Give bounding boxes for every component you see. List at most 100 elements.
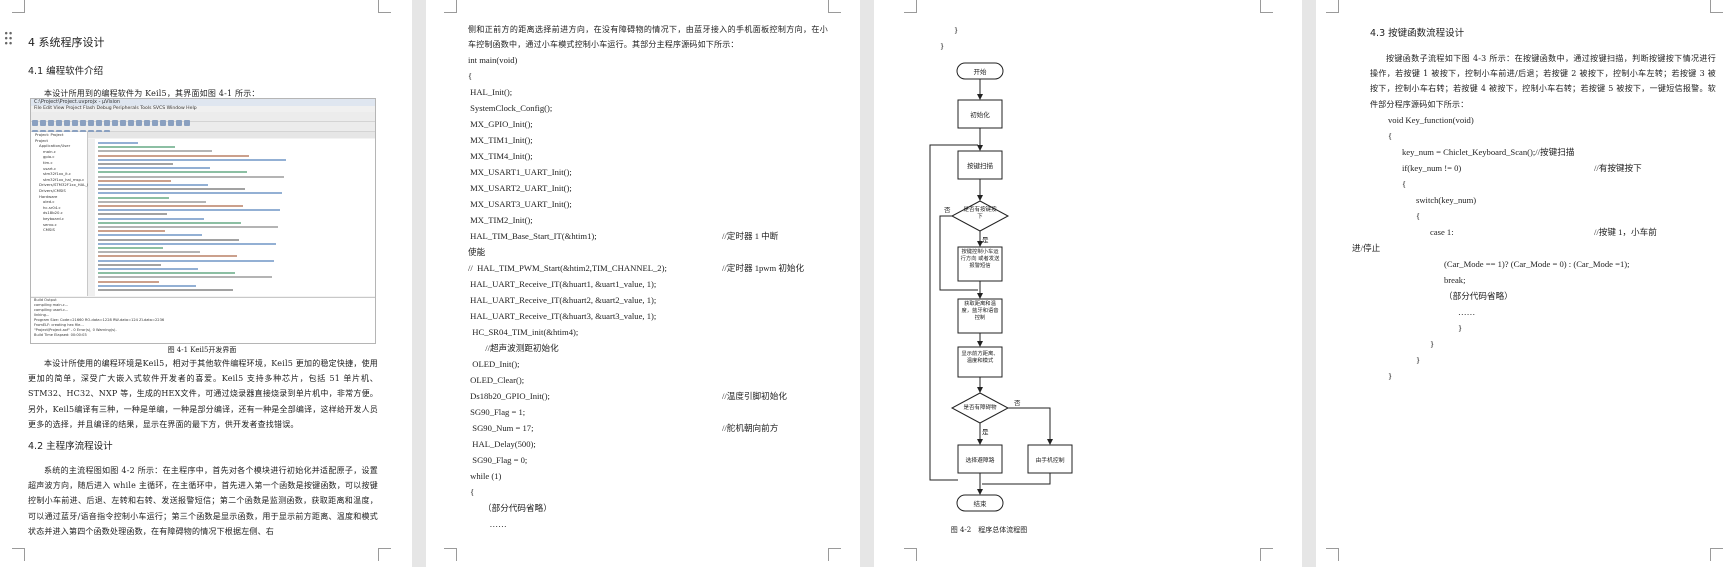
project-tree-item[interactable]: Hardware [39,193,58,199]
code-text: SG90_Num = 17; [468,423,534,433]
page-2: 侧和正前方的距离选择前进方向，在没有障碍物的情况下，由蓝牙接入的手机面板控制方向… [426,0,860,567]
flow-key-action-label: 按键控制小车运行方向 或者发送报警短信 [960,249,1000,269]
code-line: SG90_Flag = 0; [468,452,828,468]
code-line: MX_GPIO_Init(); [468,116,828,132]
code-line: （部分代码省略） [1370,288,1716,304]
code-line: { [1370,128,1716,144]
editor-code-line [98,209,280,212]
code-line: MX_TIM2_Init(); [468,212,828,228]
project-tree-item[interactable]: oled.c [43,199,55,205]
code-text: （部分代码省略） [1444,291,1513,301]
crop-mark [1260,0,1273,13]
flow-display-label: 显示前方距离、温度和模式 [961,351,999,364]
page-1: ∙∙∙∙∙∙ 4 系统程序设计 4.1 编程软件介绍 本设计所用到的编程软件为 … [0,0,412,567]
code-line: SG90_Flag = 1; [468,404,828,420]
project-tree-item[interactable]: Application/User [39,143,71,149]
drag-handle-icon[interactable]: ∙∙∙∙∙∙ [4,29,13,49]
editor-code-line [98,221,241,224]
flow-measure-label: 获取距离和温度，蓝牙和语音控制 [961,301,999,321]
build-output-line: Program Size: Code=21660 RO-data=1228 RW… [34,318,165,322]
project-tree-item[interactable]: keyboard.c [43,215,64,221]
editor-code-line [98,268,198,270]
editor-code-line [98,251,200,254]
editor-code-line [98,234,202,237]
ide-editor [88,139,375,296]
code-text: void Key_function(void) [1388,115,1474,125]
editor-code-line [98,242,276,245]
code-line: SG90_Num = 17;//舵机朝向前方 [468,420,828,436]
flow-key-scan-node [957,150,1003,180]
flow-avoid-label: 选择避障路 [965,458,995,464]
code-text: HAL_Delay(500); [468,439,536,449]
code-line: void Key_function(void) [1370,112,1716,128]
code-comment: //定时器 1pwm 初始化 [722,263,805,273]
paragraph: 侧和正前方的距离选择前进方向，在没有障碍物的情况下，由蓝牙接入的手机面板控制方向… [468,25,828,50]
build-output-line: FromELF: creating hex file... [34,323,84,327]
paragraph: 系统的主流程图如图 4-2 所示：在主程序中，首先对各个模块进行初始化并适配原子… [28,466,378,536]
code-text: SG90_Flag = 1; [468,407,526,417]
project-tree-item[interactable]: tim.c [43,159,53,165]
code-text: { [1388,131,1393,141]
project-tree-item[interactable]: Project: Project [35,132,64,137]
editor-code-line [98,226,278,228]
code-text: { [1402,179,1407,189]
chapter-heading: 4 系统程序设计 [28,36,105,49]
build-output-line: compiling main.c... [34,303,69,307]
project-tree-item[interactable]: stm32f1xx_hal_msp.c [43,176,85,182]
ide-tabs [88,132,375,147]
crop-mark [828,0,841,13]
project-tree-item[interactable]: Project [35,137,48,143]
crop-mark [12,0,25,13]
code-line: MX_USART3_UART_Init(); [468,196,828,212]
code-brace: } [954,25,959,35]
editor-code-line [98,259,274,262]
code-line: HAL_TIM_Base_Start_IT(&htim1);//定时器 1 中断 [468,228,828,244]
flow-end-label: 结束 [973,500,987,508]
flow-no-label: 否 [1014,399,1021,407]
project-tree-item[interactable]: usart.c [43,165,57,171]
code-line: } [1370,336,1716,352]
build-output-line: Build Output [34,298,57,302]
flow-init-label: 初始化 [970,111,990,119]
flow-yes-label: 是 [982,236,989,244]
crop-mark [378,0,391,13]
project-tree-item[interactable]: main.c [43,148,56,154]
code-line: switch(key_num) [1370,192,1716,208]
code-text: …… [468,519,507,529]
ide-toolbar [31,112,375,126]
code-text: switch(key_num) [1416,195,1477,205]
project-tree-item[interactable]: gpio.c [43,154,55,160]
code-text: MX_TIM2_Init(); [468,215,533,225]
code-text: // HAL_TIM_PWM_Start(&htim2,TIM_CHANNEL_… [468,263,667,273]
crop-mark [1326,548,1339,561]
editor-code-line [98,196,169,199]
code-line: // HAL_TIM_PWM_Start(&htim2,TIM_CHANNEL_… [468,260,828,276]
editor-code-line [98,150,212,153]
code-text: 使能 [468,247,486,257]
code-text: Ds18b20_GPIO_Init(); [468,391,550,401]
code-text: HAL_UART_Receive_IT(&huart3, &uart3_valu… [468,311,657,321]
code-text: (Car_Mode == 1)? (Car_Mode = 0) : (Car_M… [1444,259,1630,269]
flow-decision-obstacle-label: 是否有障碍物 [963,405,997,411]
editor-code-line [98,213,167,216]
code-text: 进/停止 [1352,243,1381,253]
page-3: } } [874,0,1302,567]
project-tree-item[interactable]: Drivers/STM32F1xx_HAL_Dri [39,182,93,188]
project-tree-item[interactable]: hc-sr04.c [43,204,61,210]
code-text: MX_TIM1_Init(); [468,135,533,145]
project-tree-item[interactable]: stm32f1xx_it.c [43,171,71,177]
code-text: HAL_UART_Receive_IT(&huart1, &uart1_valu… [468,279,657,289]
editor-code-line [98,276,272,279]
code-comment: //温度引脚初始化 [722,391,787,401]
code-text: MX_TIM4_Init(); [468,151,533,161]
project-tree-item[interactable]: CMSIS [43,227,55,233]
crop-mark [444,0,457,13]
project-tree-item[interactable]: ds18b20.c [43,210,63,216]
project-tree-item[interactable]: Drivers/CMSIS [39,187,66,193]
project-tree-item[interactable]: servo.c [43,221,57,227]
code-line: HAL_UART_Receive_IT(&huart1, &uart1_valu… [468,276,828,292]
flow-yes-label: 是 [982,428,989,436]
code-line: HC_SR04_TIM_init(&htim4); [468,324,828,340]
paragraph: 本设计所用到的编程软件为 Keil5，其界面如图 4-1 所示： [44,89,260,98]
crop-mark [444,548,457,561]
